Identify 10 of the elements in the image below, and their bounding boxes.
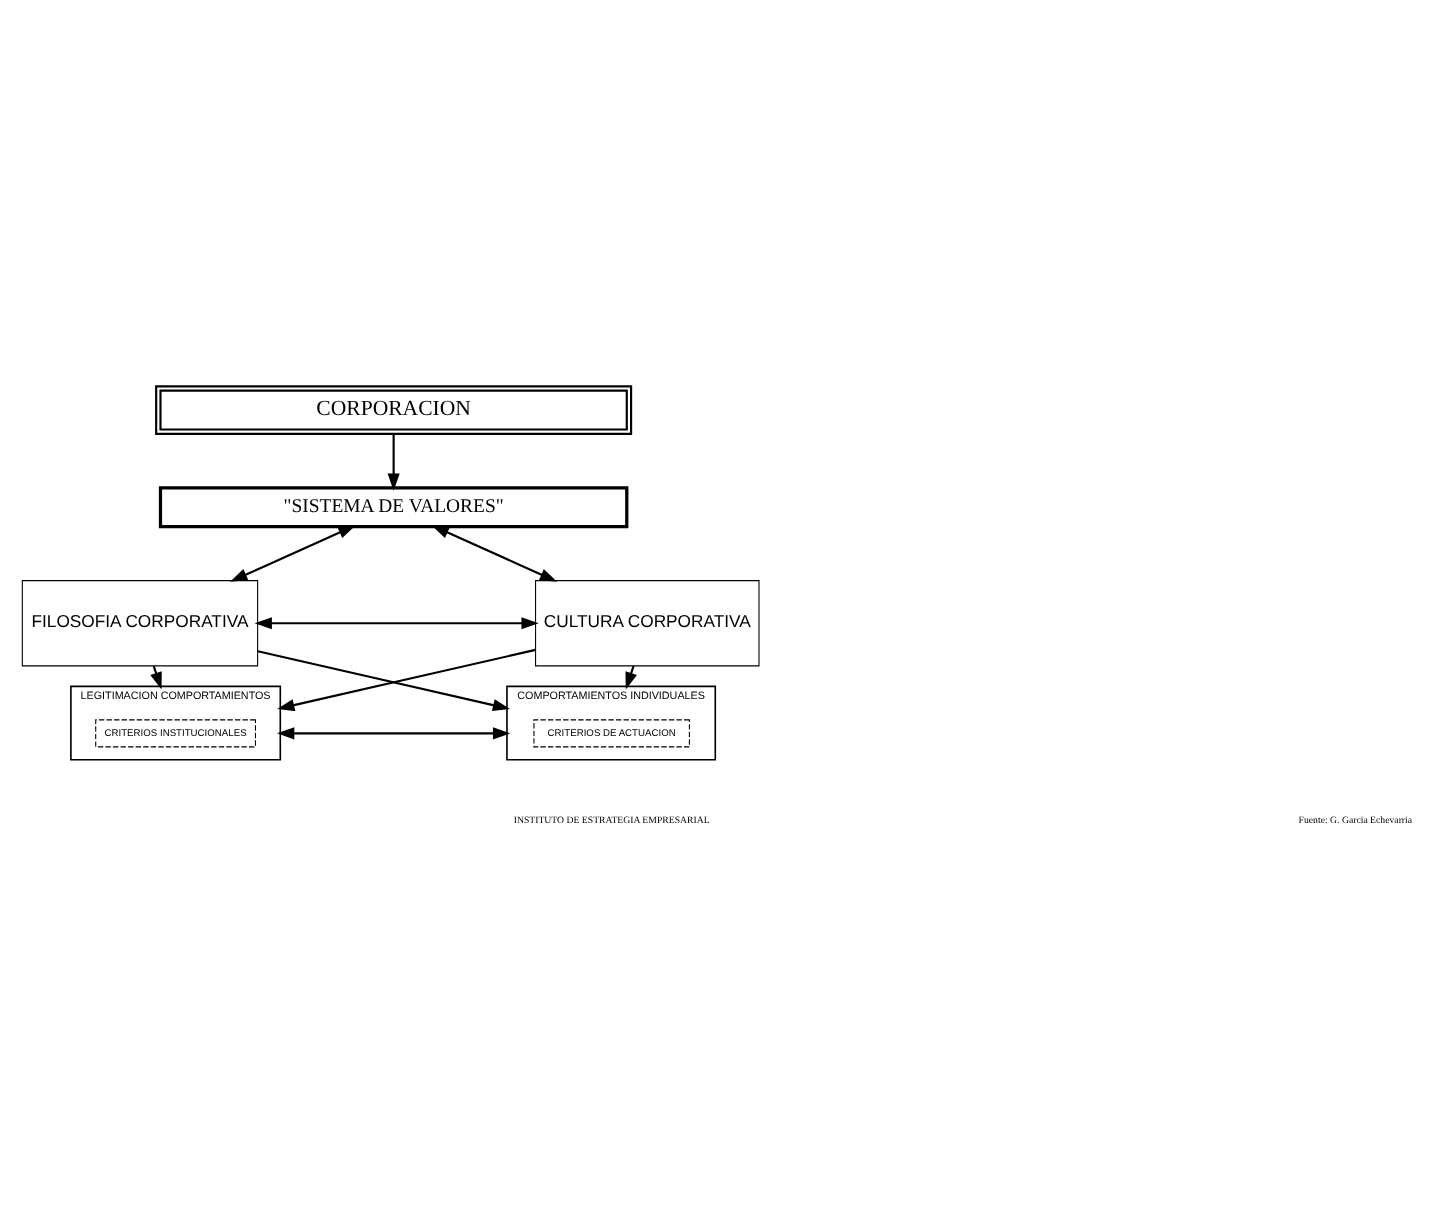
node-box: "SISTEMA DE VALORES" (157, 486, 628, 529)
node-box: CULTURA CORPORATIVA (534, 580, 759, 667)
arrow (276, 648, 535, 712)
arrow (430, 525, 557, 582)
arrow (256, 650, 510, 712)
arrow (229, 525, 355, 582)
node-box: FILOSOFIA CORPORATIVA (20, 580, 258, 667)
arrow (253, 617, 538, 630)
arrow (386, 434, 399, 491)
arrow (276, 727, 510, 740)
